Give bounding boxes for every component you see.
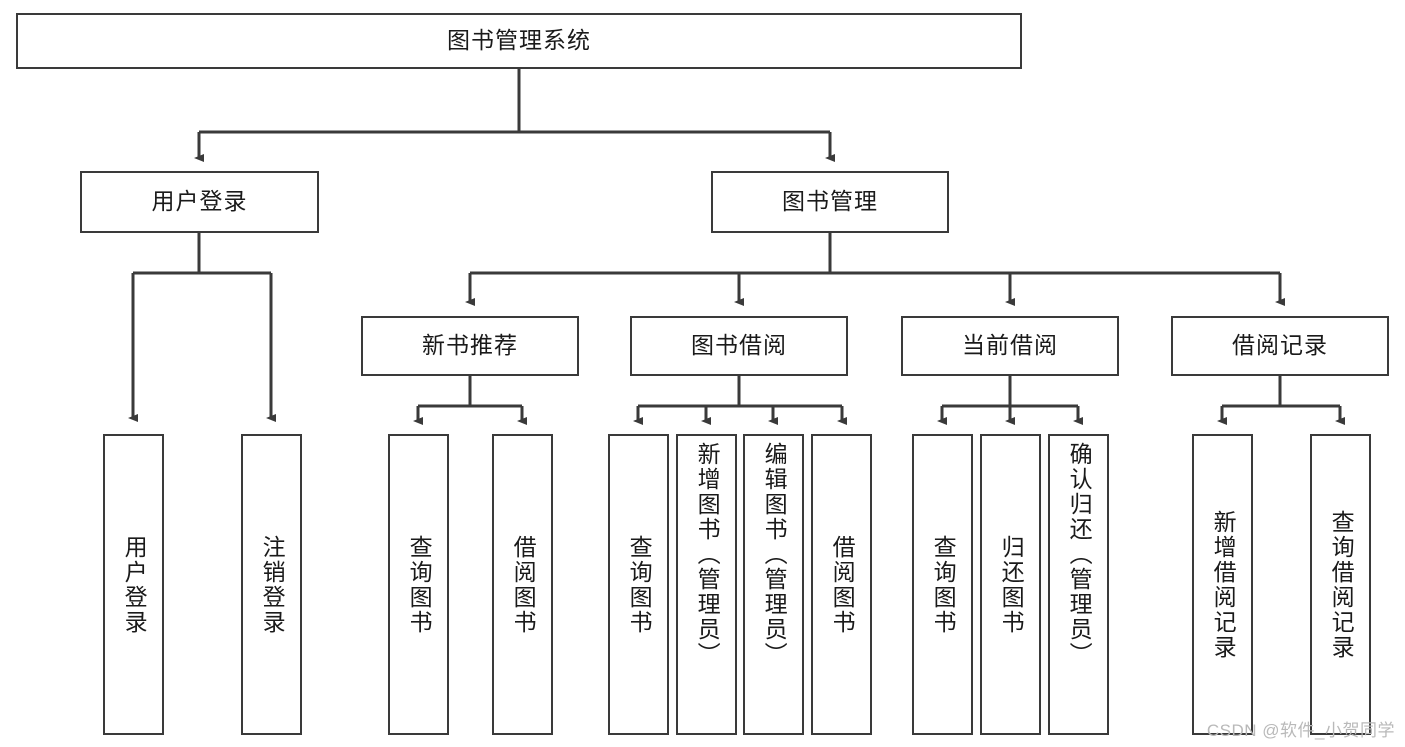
leaf-logout-login[interactable]: 注销登录 — [241, 434, 302, 735]
node-label: 图书借阅 — [691, 332, 787, 359]
node-label: 查询图书 — [930, 534, 957, 635]
node-user-login[interactable]: 用户登录 — [80, 171, 319, 233]
leaf-return-book[interactable]: 归还图书 — [980, 434, 1041, 735]
node-label: 新书推荐 — [422, 332, 518, 359]
leaf-confirm-return-admin[interactable]: 确认归还（管理员） — [1048, 434, 1109, 735]
node-label: 图书管理 — [782, 188, 878, 215]
node-current-borrow[interactable]: 当前借阅 — [901, 316, 1119, 376]
node-label: 新增图书（管理员） — [694, 442, 721, 667]
node-book-borrow[interactable]: 图书借阅 — [630, 316, 848, 376]
node-label: 注销登录 — [259, 534, 286, 635]
node-label: 编辑图书（管理员） — [761, 442, 788, 667]
node-label: 查询借阅记录 — [1328, 509, 1355, 660]
node-book-management[interactable]: 图书管理 — [711, 171, 949, 233]
node-label: 新增借阅记录 — [1210, 509, 1237, 660]
node-label: 查询图书 — [626, 534, 653, 635]
leaf-borrow-book[interactable]: 借阅图书 — [811, 434, 872, 735]
leaf-edit-book-admin[interactable]: 编辑图书（管理员） — [743, 434, 804, 735]
leaf-add-book-admin[interactable]: 新增图书（管理员） — [676, 434, 737, 735]
leaf-query-borrow-record[interactable]: 查询借阅记录 — [1310, 434, 1371, 735]
node-label: 归还图书 — [998, 534, 1025, 635]
node-new-book-recommend[interactable]: 新书推荐 — [361, 316, 579, 376]
node-label: 确认归还（管理员） — [1066, 442, 1093, 667]
watermark-text: CSDN @软件_小贺同学 — [1206, 721, 1395, 740]
node-label: 借阅图书 — [510, 534, 537, 635]
node-label: 当前借阅 — [962, 332, 1058, 359]
leaf-query-book-current[interactable]: 查询图书 — [912, 434, 973, 735]
node-root-book-management-system[interactable]: 图书管理系统 — [16, 13, 1022, 69]
node-label: 用户登录 — [121, 534, 148, 635]
leaf-borrow-book-recommend[interactable]: 借阅图书 — [492, 434, 553, 735]
leaf-query-book-borrow[interactable]: 查询图书 — [608, 434, 669, 735]
node-label: 用户登录 — [151, 188, 248, 215]
node-borrow-record[interactable]: 借阅记录 — [1171, 316, 1389, 376]
node-label: 图书管理系统 — [447, 27, 591, 54]
node-label: 查询图书 — [406, 534, 433, 635]
leaf-add-borrow-record[interactable]: 新增借阅记录 — [1192, 434, 1253, 735]
node-label: 借阅图书 — [829, 534, 856, 635]
leaf-user-login[interactable]: 用户登录 — [103, 434, 164, 735]
leaf-query-book-recommend[interactable]: 查询图书 — [388, 434, 449, 735]
node-label: 借阅记录 — [1232, 332, 1328, 359]
